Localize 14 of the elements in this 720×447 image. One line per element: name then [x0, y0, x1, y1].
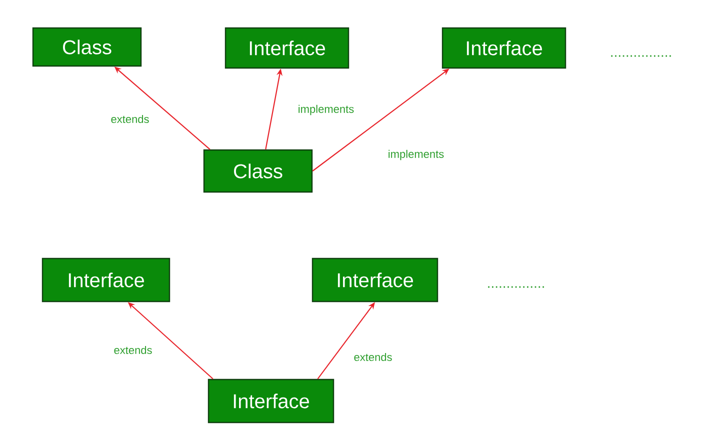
edge-label: implements — [298, 104, 354, 116]
edge-label: implements — [388, 150, 444, 160]
class-box: Class — [203, 149, 313, 193]
ellipsis-dots: ............... — [488, 286, 544, 288]
ellipsis-dots: ................ — [611, 55, 671, 57]
class-box: Interface — [42, 258, 170, 302]
edge-label: extends — [111, 114, 149, 124]
class-box: Interface — [208, 378, 334, 424]
class-box: Interface — [442, 27, 566, 69]
class-box: Class — [32, 27, 142, 67]
edge-label: extends — [114, 346, 152, 354]
class-box: Interface — [312, 258, 438, 302]
edge-label: extends — [354, 352, 392, 362]
class-box: Interface — [224, 27, 350, 69]
